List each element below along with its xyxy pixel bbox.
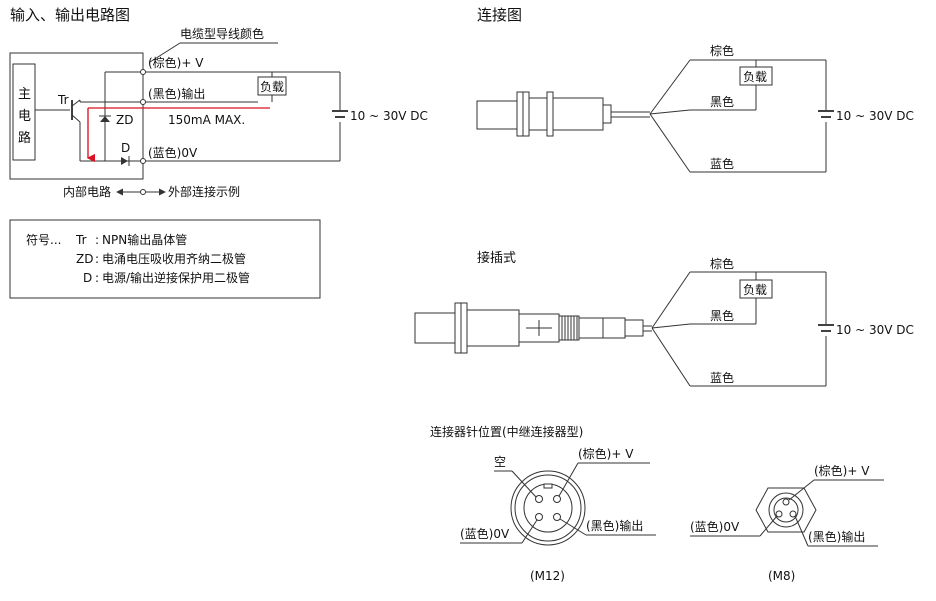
io-circuit-title: 输入、输出电路图 [10, 6, 130, 24]
plug-title: 接插式 [477, 250, 516, 266]
black-out-label: (黑色)输出 [148, 86, 205, 101]
symbol-legend: 符号... Tr : NPN输出晶体管 ZD : 电涌电压吸收用齐纳二极管 D … [9, 219, 321, 299]
m8-connector: (棕色)+ V (黑色)输出 (蓝色)0V (M8) [690, 463, 884, 583]
blue-0v-label: (蓝色)0V [148, 146, 198, 160]
legend-sym-zd: ZD [76, 252, 93, 266]
conn-brown-label: 棕色 [710, 43, 734, 58]
internal-circuit-box [9, 52, 144, 180]
internal-circuit-label: 内部电路 [63, 184, 111, 199]
svg-text::: : [95, 252, 99, 266]
plug-load-label: 负载 [743, 283, 767, 297]
m8-blue-label: (蓝色)0V [690, 520, 740, 534]
plug-type-diagram: 接插式 棕色 黑色 蓝色 负载 [414, 250, 914, 387]
plug-blue-label: 蓝色 [710, 371, 734, 385]
main-circuit-block [12, 63, 36, 161]
main-circuit-char-1: 主 [18, 87, 31, 102]
m12-black-label: (黑色)输出 [586, 518, 643, 533]
conn-black-label: 黑色 [710, 95, 734, 109]
svg-text::: : [95, 271, 99, 285]
pin-positions: 连接器针位置(中继连接器型) 空 (棕色)+ V (黑色)输出 (蓝色)0V (… [430, 424, 884, 583]
legend-sym-tr: Tr [75, 233, 87, 247]
m12-caption: (M12) [530, 569, 565, 583]
tr-label: Tr [57, 93, 69, 107]
d-label: D [121, 141, 130, 155]
external-example-label: 外部连接示例 [168, 184, 240, 199]
m8-caption: (M8) [768, 569, 795, 583]
plug-brown-label: 棕色 [710, 256, 734, 271]
svg-text::: : [95, 233, 99, 247]
wire-color-label: 电缆型导线颜色 [180, 26, 264, 41]
current-label: 150mA MAX. [168, 113, 245, 127]
conn-load-label: 负载 [743, 70, 767, 84]
voltage-label: 10 ~ 30V DC [350, 109, 428, 123]
m8-black-label: (黑色)输出 [808, 529, 865, 544]
pins-title: 连接器针位置(中继连接器型) [430, 424, 583, 439]
legend-desc-tr: NPN输出晶体管 [102, 232, 187, 247]
m12-empty-label: 空 [494, 455, 506, 469]
conn-voltage-label: 10 ~ 30V DC [836, 109, 914, 123]
m12-blue-label: (蓝色)0V [460, 527, 510, 541]
connection-diagram: 连接图 棕色 黑色 蓝色 负载 10 ~ 30V DC [476, 6, 914, 173]
m12-connector: 空 (棕色)+ V (黑色)输出 (蓝色)0V (M12) [460, 446, 656, 583]
io-circuit-diagram: 输入、输出电路图 电缆型导线颜色 主 电 路 Tr ZD D [9, 6, 428, 199]
m12-brown-label: (棕色)+ V [578, 446, 634, 461]
main-circuit-char-3: 路 [18, 130, 31, 146]
zd-label: ZD [116, 113, 133, 127]
load-label: 负载 [260, 80, 284, 94]
sensor-body [476, 100, 518, 130]
plug-black-label: 黑色 [710, 309, 734, 323]
conn-blue-label: 蓝色 [710, 157, 734, 171]
plug-voltage-label: 10 ~ 30V DC [836, 323, 914, 337]
legend-prefix: 符号... [26, 232, 61, 247]
legend-desc-zd: 电涌电压吸收用齐纳二极管 [102, 251, 246, 266]
main-circuit-char-2: 电 [18, 109, 31, 124]
m8-brown-label: (棕色)+ V [814, 463, 870, 478]
legend-sym-d: D [83, 271, 92, 285]
connection-title: 连接图 [477, 6, 522, 24]
legend-desc-d: 电源/输出逆接保护用二极管 [102, 270, 250, 285]
brown-v-label: (棕色)+ V [148, 55, 204, 70]
